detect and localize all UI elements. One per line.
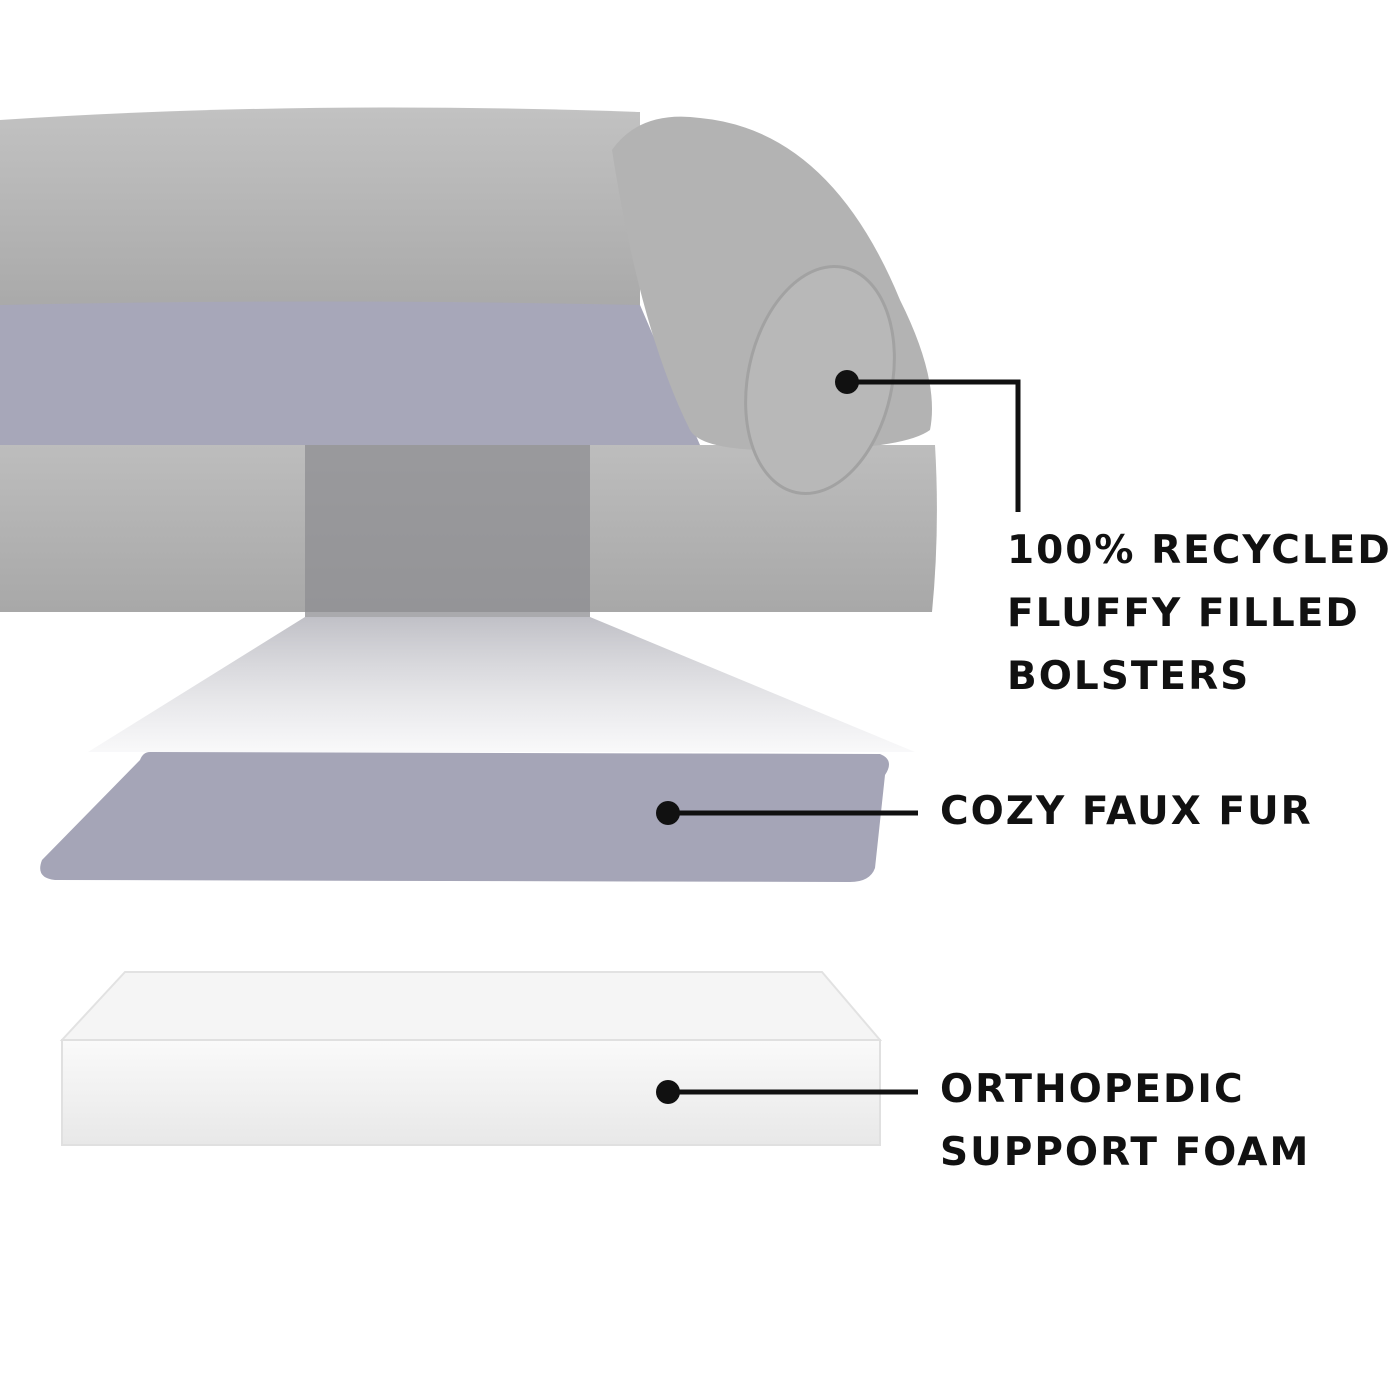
callout-dot-bolsters xyxy=(835,370,859,394)
sofa-bed xyxy=(0,107,937,617)
label-fur: COZY FAUX FUR xyxy=(940,780,1313,843)
label-line: FLUFFY FILLED xyxy=(1007,591,1360,636)
label-line: ORTHOPEDIC xyxy=(940,1067,1245,1112)
faux-fur-layer xyxy=(40,752,890,882)
callout-dot-fur xyxy=(656,801,680,825)
foam-layer xyxy=(59,971,883,1146)
callout-dot-foam xyxy=(656,1080,680,1104)
foam-top xyxy=(59,971,883,1041)
label-line: BOLSTERS xyxy=(1007,654,1251,699)
explode-beam xyxy=(88,617,915,752)
label-bolsters: 100% RECYCLED FLUFFY FILLED BOLSTERS xyxy=(1007,519,1392,708)
label-line: 100% RECYCLED xyxy=(1007,528,1392,573)
bolster-end xyxy=(744,265,896,495)
back-bolster xyxy=(0,107,640,310)
label-line: SUPPORT FOAM xyxy=(940,1130,1311,1175)
cutaway-window xyxy=(305,445,590,617)
callout-bolsters xyxy=(847,379,1021,512)
inner-cushion xyxy=(0,301,700,445)
label-line: COZY FAUX FUR xyxy=(940,789,1313,834)
label-foam: ORTHOPEDIC SUPPORT FOAM xyxy=(940,1058,1310,1184)
